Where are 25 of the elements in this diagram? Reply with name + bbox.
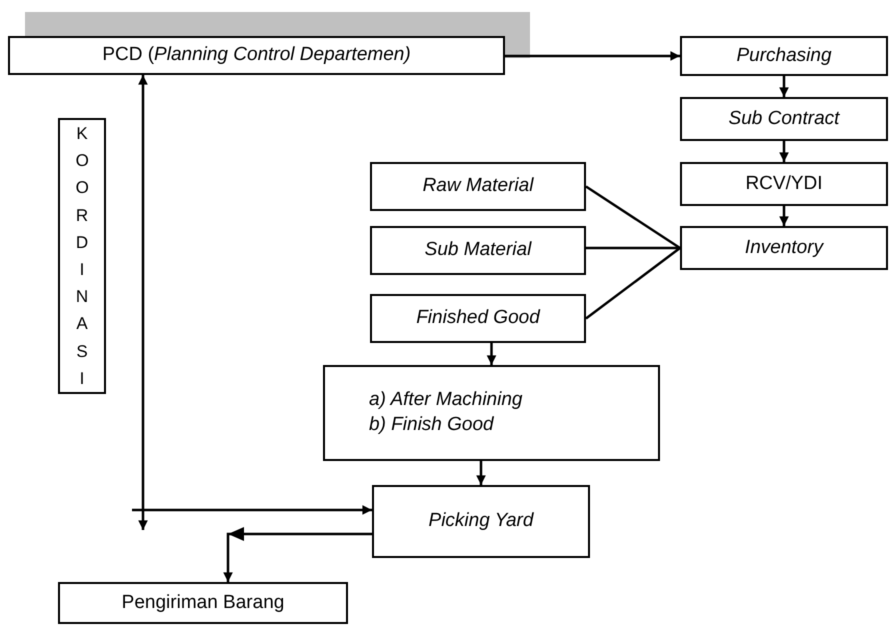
process-box [370,162,586,211]
vertical-label-box [58,118,106,394]
process-box [8,36,505,75]
box-label: KOORDINASI [76,123,88,390]
process-box [372,485,590,558]
process-box [680,226,888,270]
process-box [370,294,586,343]
box-label: Picking Yard [428,509,534,534]
process-box [680,36,888,76]
process-box [680,97,888,141]
box-label: Finished Good [416,306,540,330]
box-label: Inventory [744,236,824,260]
box-label: PCD (Planning Control Departemen) [102,43,411,68]
box-label: Sub Contract [728,106,840,131]
process-box [370,226,586,275]
list-item: b) Finish Good [369,413,494,437]
box-label: Sub Material [424,238,532,262]
process-box [680,162,888,206]
box-label: Pengiriman Barang [122,590,284,615]
list-item: a) After Machining [369,388,522,412]
box-label: RCV/YDI [745,172,823,196]
process-box [58,582,348,624]
process-box [323,365,660,461]
box-label: Raw Material [422,174,534,198]
box-label: Purchasing [736,44,832,68]
